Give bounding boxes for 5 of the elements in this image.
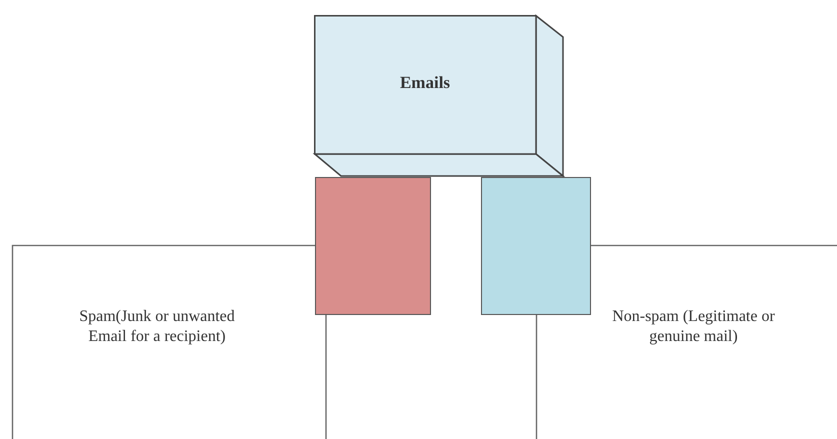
colored-box: [481, 177, 591, 315]
box-title: Emails: [398, 73, 452, 93]
category-label: Spam(Junk or unwanted Email for a recipient): [78, 307, 236, 347]
colored-box: [315, 177, 431, 315]
category-label: Non-spam (Legitimate or genuine mail): [611, 307, 776, 347]
